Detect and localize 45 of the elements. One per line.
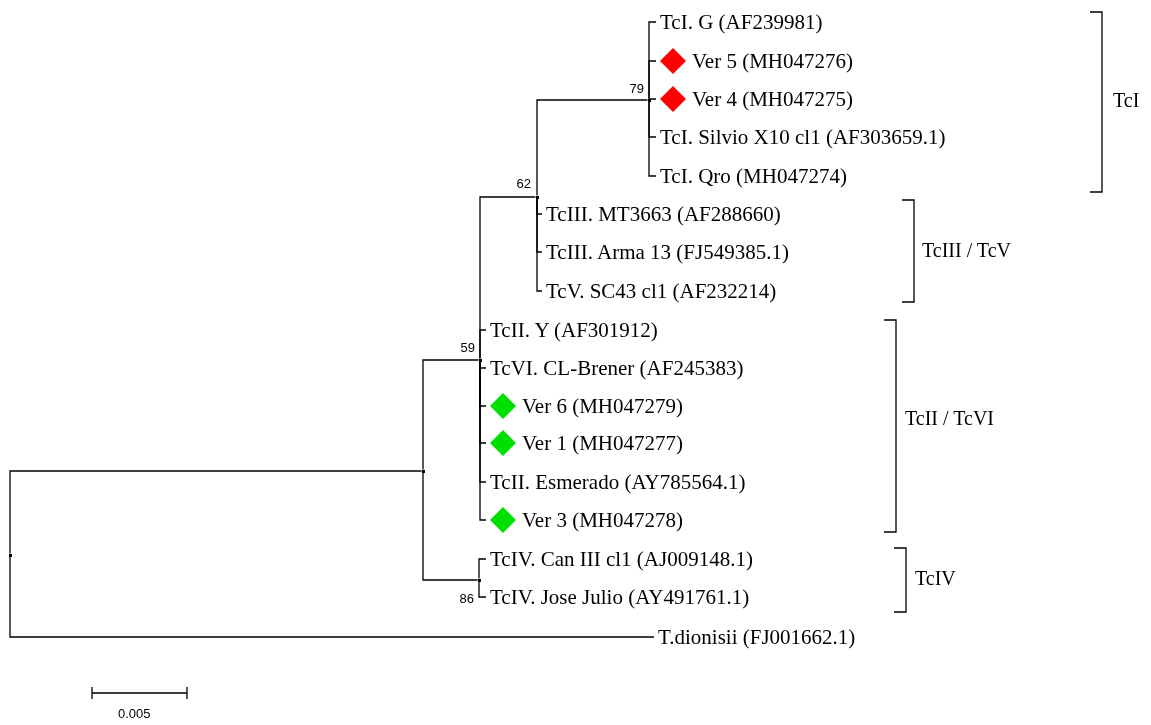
tree-branch bbox=[648, 60, 657, 100]
taxon-label: TcI. Silvio X10 cl1 (AF303659.1) bbox=[660, 124, 946, 150]
tree-branch bbox=[9, 555, 655, 638]
taxon-label: TcIII. MT3663 (AF288660) bbox=[546, 201, 781, 227]
taxon-label: TcII. Y (AF301912) bbox=[490, 317, 658, 343]
branch-node bbox=[479, 359, 482, 362]
clade-label: TcI bbox=[1113, 88, 1140, 112]
bootstrap-value: 86 bbox=[458, 591, 474, 606]
taxon-label: T.dionisii (FJ001662.1) bbox=[658, 624, 856, 650]
bootstrap-value: 59 bbox=[459, 340, 475, 355]
clade-label: TcIV bbox=[915, 566, 956, 590]
taxon-label: TcV. SC43 cl1 (AF232214) bbox=[546, 278, 777, 304]
bootstrap-value: 79 bbox=[628, 81, 644, 96]
taxon-label: Ver 5 (MH047276) bbox=[692, 48, 853, 74]
branch-node bbox=[536, 196, 539, 199]
clade-label: TcII / TcVI bbox=[905, 406, 994, 430]
taxon-label: Ver 4 (MH047275) bbox=[692, 86, 853, 112]
taxon-label: Ver 3 (MH047278) bbox=[522, 507, 683, 533]
tree-branch bbox=[478, 558, 487, 580]
tree-branch bbox=[479, 329, 487, 360]
branch-node bbox=[9, 554, 12, 557]
scale-label: 0.005 bbox=[118, 706, 151, 721]
tree-branch bbox=[648, 97, 657, 100]
taxon-label: Ver 1 (MH047277) bbox=[522, 430, 683, 456]
branch-node bbox=[422, 470, 425, 473]
clade-label: TcIII / TcV bbox=[922, 238, 1011, 262]
taxon-label: Ver 6 (MH047279) bbox=[522, 393, 683, 419]
tree-branch bbox=[648, 100, 657, 177]
taxon-label: TcVI. CL-Brener (AF245383) bbox=[490, 355, 744, 381]
tree-branch bbox=[536, 197, 543, 292]
branch-node bbox=[478, 579, 481, 582]
taxon-label: TcI. G (AF239981) bbox=[660, 9, 823, 35]
tree-branch bbox=[9, 470, 423, 555]
taxon-label: TcI. Qro (MH047274) bbox=[660, 163, 847, 189]
branch-node bbox=[648, 99, 651, 102]
tree-branch bbox=[422, 359, 480, 471]
taxon-label: TcIV. Can III cl1 (AJ009148.1) bbox=[490, 546, 753, 572]
taxon-label: TcIII. Arma 13 (FJ549385.1) bbox=[546, 239, 789, 265]
bootstrap-value: 62 bbox=[515, 176, 531, 191]
taxon-label: TcII. Esmerado (AY785564.1) bbox=[490, 469, 746, 495]
tree-branch bbox=[536, 99, 649, 197]
tree-branch bbox=[479, 360, 487, 521]
tree-branch bbox=[478, 580, 487, 598]
tree-branch bbox=[422, 471, 479, 581]
taxon-label: TcIV. Jose Julio (AY491761.1) bbox=[490, 584, 750, 610]
